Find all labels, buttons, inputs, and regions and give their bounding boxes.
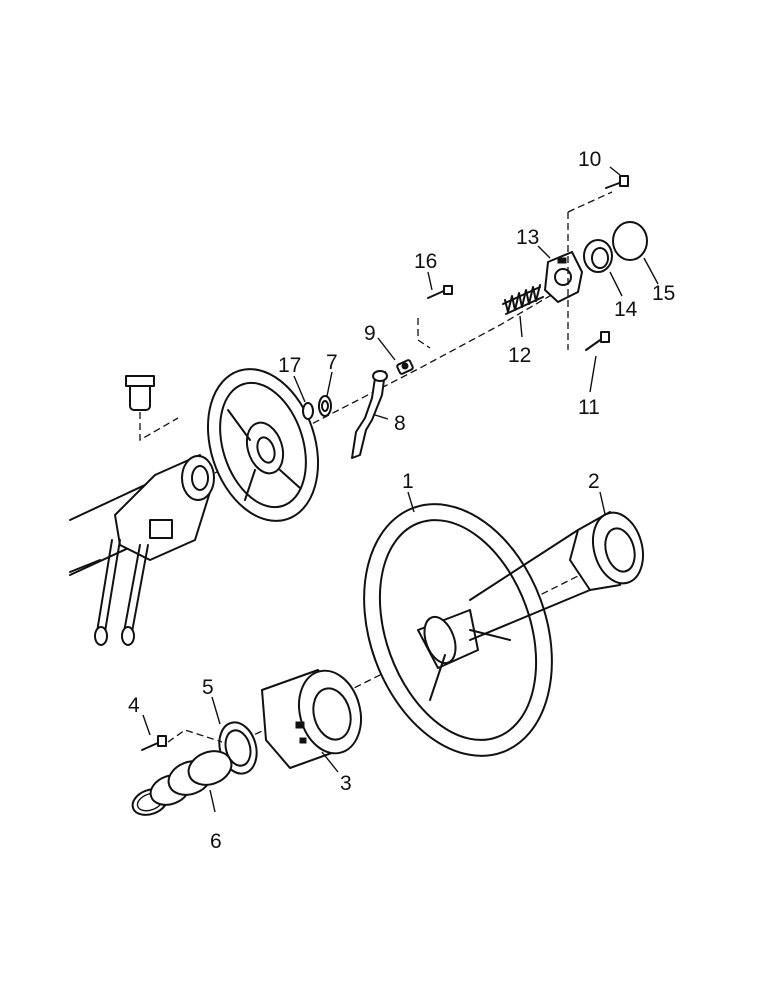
callout-6: 6 [210, 830, 222, 853]
callout-13: 13 [516, 226, 539, 249]
callout-16: 16 [414, 250, 437, 273]
steering-column [69, 454, 215, 646]
screw-10 [567, 175, 629, 350]
callout-3: 3 [340, 772, 352, 795]
callout-15: 15 [652, 282, 675, 305]
cap-15 [612, 221, 648, 261]
spring-12 [502, 284, 544, 315]
lower-axis-line [224, 564, 601, 749]
upper-steering-wheel [206, 368, 320, 522]
leader-lines [142, 166, 659, 813]
washer-17 [302, 402, 314, 420]
nut-9 [396, 359, 414, 375]
callout-17: 17 [278, 354, 301, 377]
callout-2: 2 [588, 470, 600, 493]
callout-14: 14 [614, 298, 638, 321]
horn-button-13 [544, 251, 583, 303]
shroud-2 [469, 511, 644, 641]
screw-4 [141, 729, 223, 751]
horn-contact-8 [351, 370, 388, 459]
callout-11: 11 [578, 396, 600, 419]
callout-1: 1 [402, 470, 414, 493]
callout-9: 9 [364, 322, 376, 345]
hub-adapter-3 [261, 669, 362, 769]
callout-4: 4 [128, 694, 140, 717]
steering-wheel-1 [363, 503, 553, 757]
callout-8: 8 [394, 412, 406, 435]
bezel-14 [583, 239, 613, 273]
retainer-7 [318, 395, 332, 417]
screw-11 [585, 331, 610, 351]
screw-16 [417, 285, 453, 349]
callout-7: 7 [326, 351, 338, 374]
callout-10: 10 [578, 148, 601, 171]
switch-fitting [125, 375, 179, 442]
callout-5: 5 [202, 676, 214, 699]
callout-12: 12 [508, 344, 531, 367]
seal-rings-6 [131, 750, 233, 816]
